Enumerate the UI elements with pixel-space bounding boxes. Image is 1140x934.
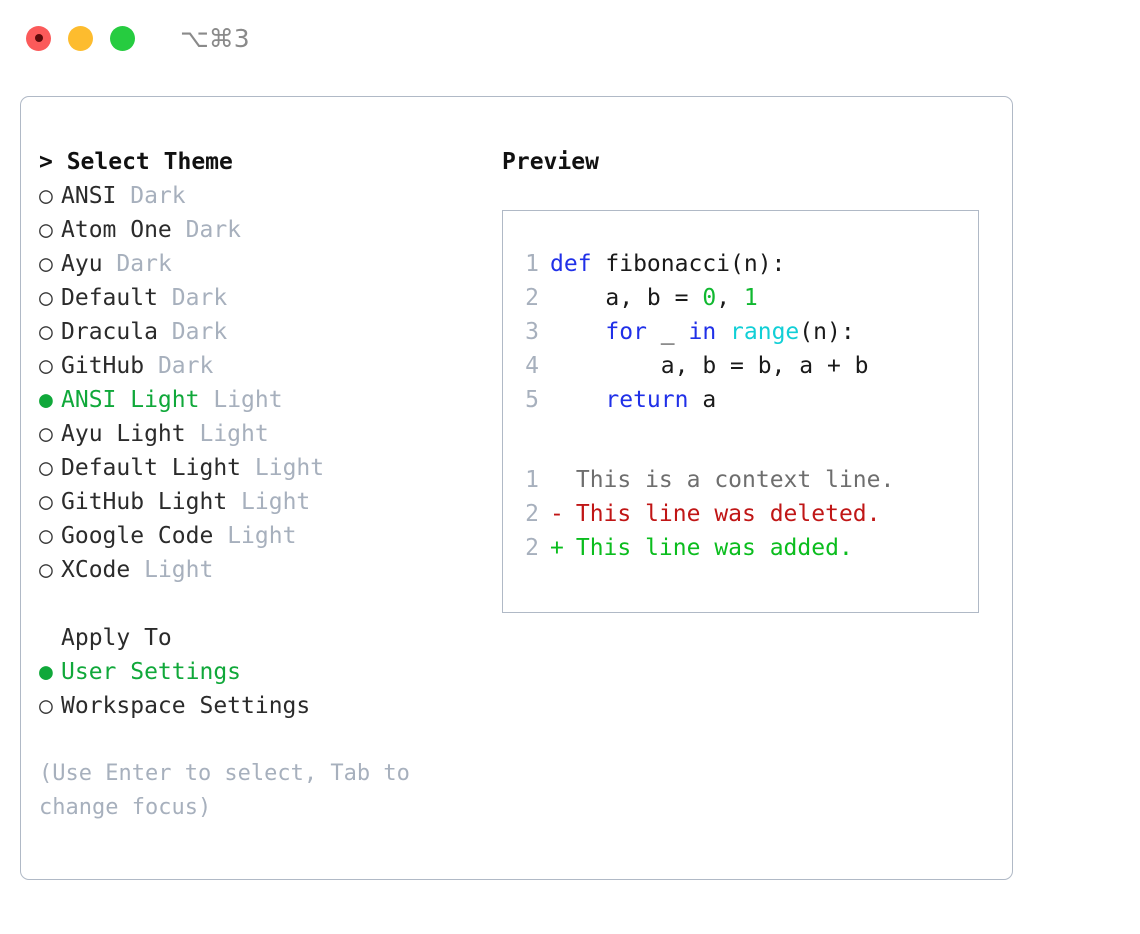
diff-text: This line was added. [562,535,853,561]
code-token: a, b = [550,285,703,311]
radio-icon: ○ [39,353,53,379]
theme-option-ansi-dark[interactable]: ○ANSI Dark [39,179,479,213]
theme-option-ayu-light[interactable]: ○Ayu Light Light [39,417,479,451]
window-controls [26,25,135,51]
theme-picker-column: > Select Theme ○ANSI Dark ○Atom One Dark… [39,145,479,825]
theme-option-list: ○ANSI Dark ○Atom One Dark ○Ayu Dark ○Def… [39,179,479,587]
line-number: 1 [525,467,539,493]
theme-variant-label [116,183,130,209]
radio-icon: ○ [39,489,53,515]
theme-option-atom-one-dark[interactable]: ○Atom One Dark [39,213,479,247]
close-button[interactable] [26,25,51,51]
radio-icon: ○ [39,285,53,311]
radio-selected-icon: ● [39,659,53,685]
preview-gap [522,417,978,463]
theme-option-default-dark[interactable]: ○Default Dark [39,281,479,315]
theme-option-google-code[interactable]: ○Google Code Light [39,519,479,553]
code-line: 2 a, b = 0, 1 [522,281,978,315]
code-token: fibonacci(n): [591,251,786,277]
theme-option-default-light[interactable]: ○Default Light Light [39,451,479,485]
radio-icon: ○ [39,421,53,447]
code-token: a, b = b, a + b [550,353,869,379]
code-token: (n): [799,319,855,345]
keyboard-shortcut-label: ⌥⌘3 [180,23,250,53]
code-token: for [605,319,647,345]
line-number: 4 [525,353,539,379]
diff-marker: + [550,535,564,561]
radio-icon: ○ [39,523,53,549]
radio-icon: ○ [39,319,53,345]
code-token: 0 [702,285,717,311]
radio-icon: ○ [39,217,53,243]
line-number: 1 [525,251,539,277]
theme-option-github-dark[interactable]: ○GitHub Dark [39,349,479,383]
line-number: 2 [525,285,539,311]
code-token: 1 [743,285,758,311]
code-token: a [688,387,717,413]
record-dot-icon [34,34,43,42]
diff-marker: - [550,501,564,527]
select-theme-heading: > Select Theme [39,149,233,175]
code-token [550,387,605,413]
code-line: 1 def fibonacci(n): [522,247,978,281]
radio-icon: ○ [39,557,53,583]
radio-icon: ○ [39,251,53,277]
theme-option-dracula-dark[interactable]: ○Dracula Dark [39,315,479,349]
line-number: 3 [525,319,539,345]
code-token: def [550,251,592,277]
diff-marker [550,463,562,497]
theme-option-xcode[interactable]: ○XCode Light [39,553,479,587]
diff-line-added: 2 + This line was added. [522,531,978,565]
maximize-button[interactable] [110,25,135,51]
theme-option-ayu-dark[interactable]: ○Ayu Dark [39,247,479,281]
theme-option-github-light[interactable]: ○GitHub Light Light [39,485,479,519]
preview-box: 1 def fibonacci(n): 2 a, b = 0, 1 3 for _… [502,210,979,613]
code-token [550,319,605,345]
section-spacer [39,587,479,621]
line-number: 5 [525,387,539,413]
title-bar: ⌥⌘3 [0,0,1140,76]
line-number: 2 [525,501,539,527]
diff-text: This line was deleted. [562,501,881,527]
line-number: 2 [525,535,539,561]
code-line: 3 for _ in range(n): [522,315,978,349]
main-panel: > Select Theme ○ANSI Dark ○Atom One Dark… [20,96,1013,880]
radio-icon: ○ [39,183,53,209]
radio-icon: ○ [39,455,53,481]
apply-to-option-workspace-settings[interactable]: ○Workspace Settings [39,689,479,723]
code-line: 5 return a [522,383,978,417]
code-token: in [688,319,717,345]
code-token [716,319,730,345]
preview-column: Preview 1 def fibonacci(n): 2 a, b = 0, 1… [502,145,992,613]
code-token: range [730,319,800,345]
radio-selected-icon: ● [39,387,53,413]
diff-sample: 1 This is a context line. 2- This line w… [522,463,978,565]
theme-option-ansi-light[interactable]: ●ANSI Light Light [39,383,479,417]
code-sample: 1 def fibonacci(n): 2 a, b = 0, 1 3 for _… [522,247,978,417]
keyboard-hint-text: (Use Enter to select, Tab to change focu… [39,761,410,820]
diff-line-context: 1 This is a context line. [522,463,978,497]
code-line: 4 a, b = b, a + b [522,349,978,383]
minimize-button[interactable] [68,25,93,51]
apply-to-option-user-settings[interactable]: ●User Settings [39,655,479,689]
radio-icon: ○ [39,693,53,719]
preview-heading: Preview [502,149,599,175]
diff-line-deleted: 2- This line was deleted. [522,497,978,531]
code-token: , [716,285,744,311]
code-token: _ [646,319,689,345]
code-token: return [605,387,689,413]
diff-text: This is a context line. [562,467,895,493]
apply-to-option-list: ●User Settings ○Workspace Settings [39,655,479,723]
apply-to-heading: Apply To [61,625,172,651]
